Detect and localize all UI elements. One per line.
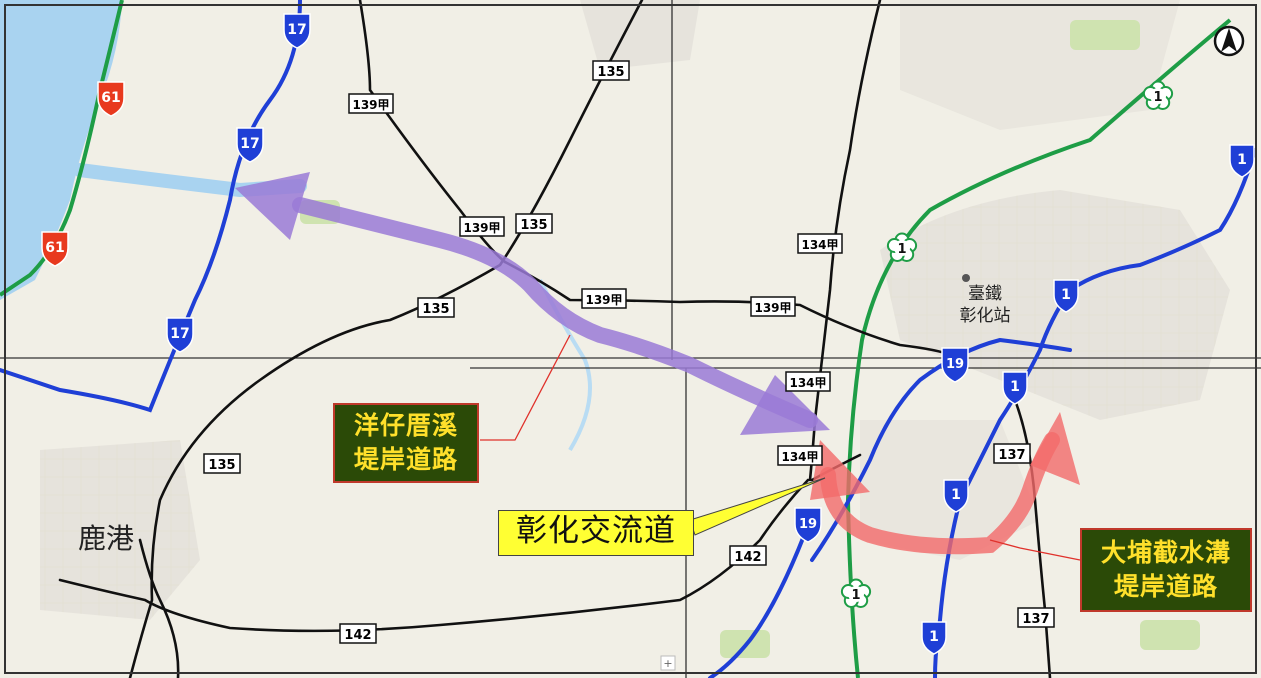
station-label-line1: 臺鐵 [968,284,1002,304]
svg-text:134甲: 134甲 [801,238,838,252]
station-label-line2: 彰化站 [959,306,1011,326]
dapu-label-line1: 大埔截水溝 [1100,538,1231,567]
svg-text:137: 137 [998,448,1025,463]
route-shield-1: 1 [1229,144,1255,178]
route-shield-61: 61 [41,231,69,267]
svg-text:1: 1 [1237,152,1247,168]
svg-text:135: 135 [422,302,449,317]
route-shield-1: 1 [921,621,947,655]
svg-text:1: 1 [951,487,961,503]
svg-text:134甲: 134甲 [789,376,826,390]
dapu-drain-embankment-label: 大埔截水溝 堤岸道路 [1080,528,1252,612]
svg-text:19: 19 [799,517,817,532]
svg-text:134甲: 134甲 [781,450,818,464]
svg-text:61: 61 [101,90,120,106]
freeway-shield-1: 1 [840,578,872,608]
zoom-in-button[interactable]: + [660,655,676,671]
freeway-shield-1: 1 [1142,80,1174,110]
svg-text:1: 1 [929,629,939,645]
svg-text:19: 19 [946,357,964,372]
svg-text:142: 142 [734,550,761,565]
route-shield-19: 19 [941,347,969,383]
svg-text:139甲: 139甲 [352,98,389,112]
route-shield-19: 19 [794,507,822,543]
route-shield-17: 17 [166,317,194,353]
svg-text:137: 137 [1022,612,1049,627]
purple-arrow-route [235,172,830,435]
county-shield-137: 137 [993,443,1031,464]
dapu-label-line2: 堤岸道路 [1113,572,1218,601]
county-shield-139a: 139甲 [581,288,627,309]
county-shield-137: 137 [1017,607,1055,628]
route-shield-1: 1 [1002,371,1028,405]
lukang-town-label: 鹿港 [78,522,135,555]
svg-text:135: 135 [520,218,547,233]
svg-text:17: 17 [240,136,259,152]
yangzai-label-line1: 洋仔厝溪 [353,411,458,440]
county-shield-139a: 139甲 [348,93,394,114]
north-arrow-icon [1213,25,1245,57]
svg-text:139甲: 139甲 [754,301,791,315]
county-shield-139a: 139甲 [750,296,796,317]
route-shield-61: 61 [97,81,125,117]
freeway-shield-1: 1 [886,232,918,262]
route-shield-17: 17 [236,127,264,163]
yangzai-label-line2: 堤岸道路 [353,445,458,474]
red-arrow-route [810,412,1080,555]
county-shield-142: 142 [339,623,377,644]
svg-text:1: 1 [851,588,860,603]
route-shield-17: 17 [283,13,311,49]
changhua-interchange-label: 彰化交流道 [498,510,694,556]
svg-text:1: 1 [1153,90,1162,105]
sea-area [0,0,122,300]
county-shield-134a: 134甲 [777,445,823,466]
county-shield-135: 135 [203,453,241,474]
river [73,163,307,198]
svg-text:139甲: 139甲 [463,221,500,235]
county-shield-135: 135 [417,297,455,318]
svg-text:+: + [663,657,672,670]
county-shield-135: 135 [592,60,630,81]
station-label: 臺鐵 彰化站 [940,283,1030,327]
svg-text:142: 142 [344,628,371,643]
svg-text:1: 1 [897,242,906,257]
svg-text:1: 1 [1061,287,1071,303]
yangzai-creek-embankment-label: 洋仔厝溪 堤岸道路 [333,403,479,483]
svg-text:17: 17 [287,22,306,38]
county-shield-134a: 134甲 [797,233,843,254]
svg-text:135: 135 [208,458,235,473]
county-shield-134a: 134甲 [785,371,831,392]
county-shield-135: 135 [515,213,553,234]
svg-text:61: 61 [45,240,64,256]
svg-text:135: 135 [597,65,624,80]
svg-text:17: 17 [170,326,189,342]
route-shield-1: 1 [1053,279,1079,313]
county-shield-142: 142 [729,545,767,566]
county-shield-139a: 139甲 [459,216,505,237]
station-marker-icon [962,274,970,282]
map-frame [4,4,1257,674]
svg-text:1: 1 [1010,379,1020,395]
leader-lines [480,334,1081,561]
route-shield-1: 1 [943,479,969,513]
svg-text:139甲: 139甲 [585,293,622,307]
